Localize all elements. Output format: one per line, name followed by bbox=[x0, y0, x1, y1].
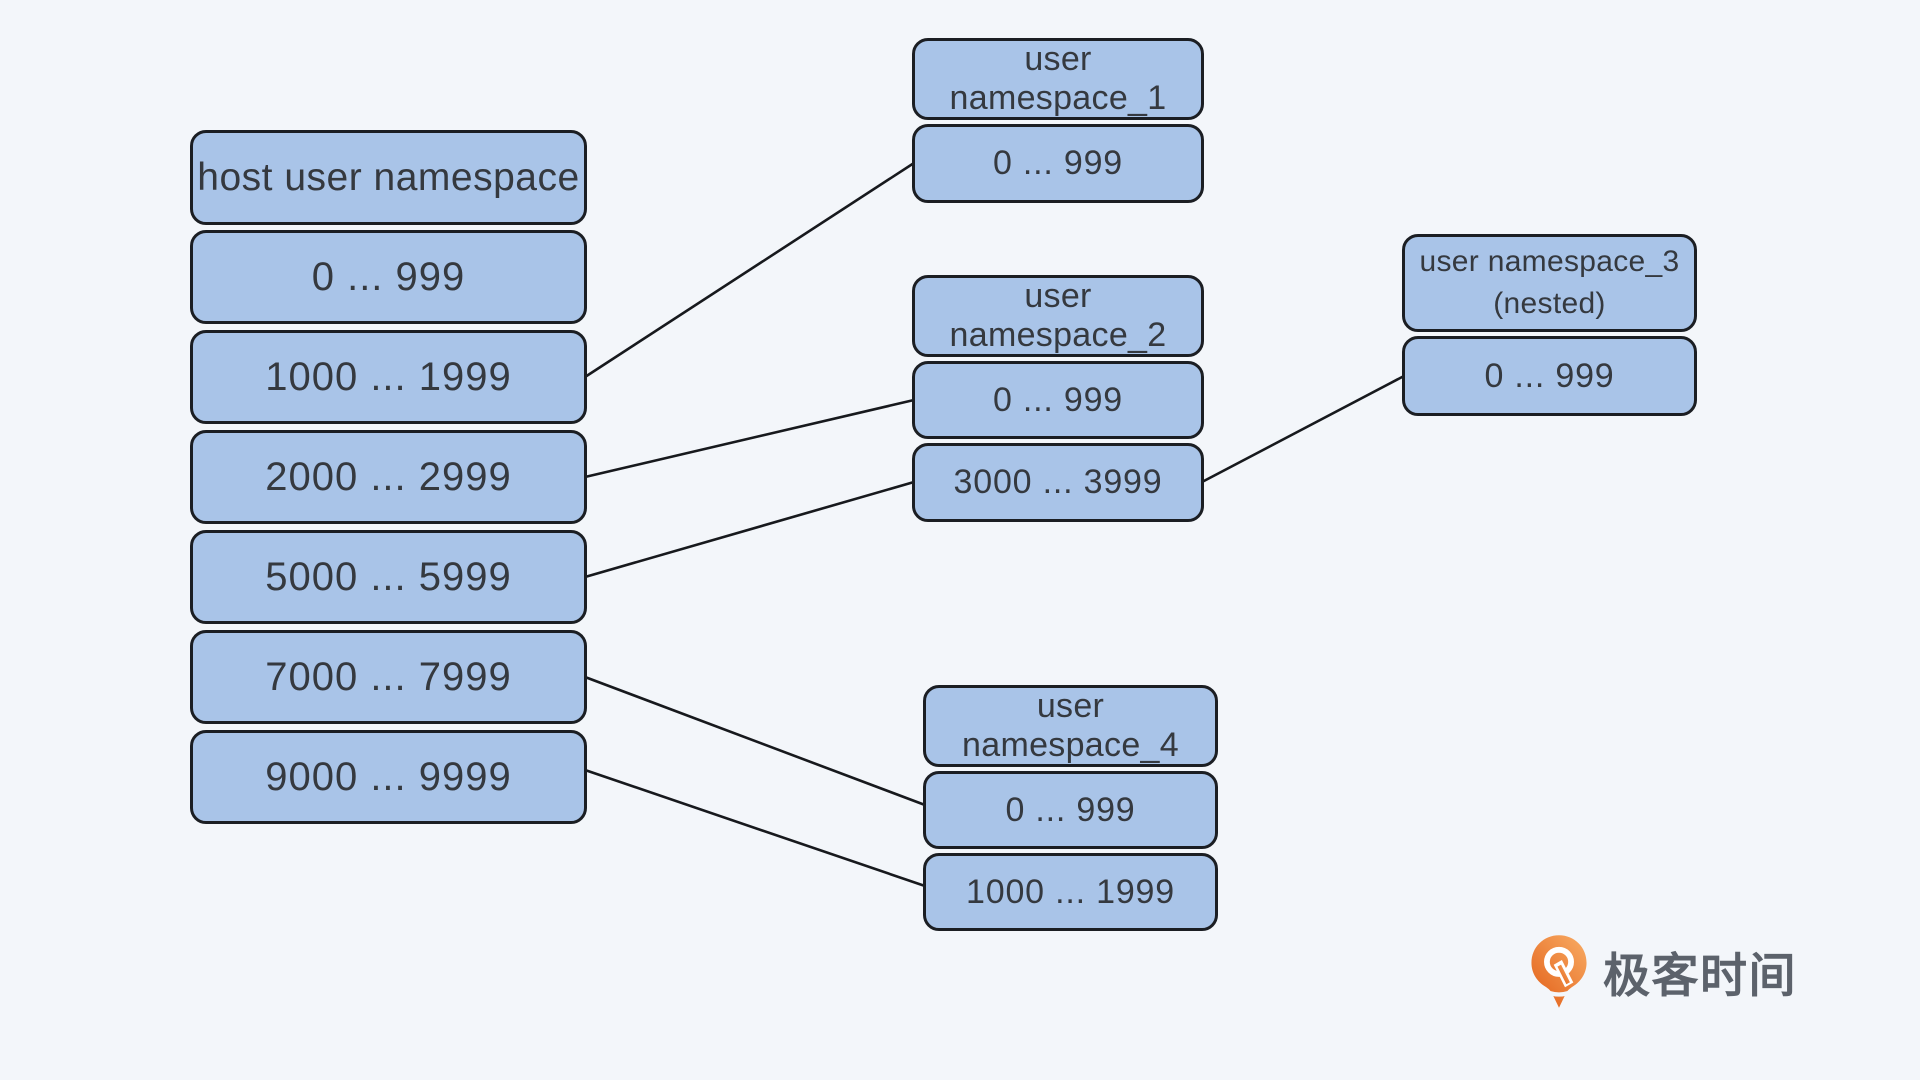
host-row-label: 5000 ... 5999 bbox=[265, 554, 512, 599]
edge-host9000-to-ns4-row1 bbox=[584, 768, 926, 888]
host-row-0-999: 0 ... 999 bbox=[190, 230, 587, 324]
host-row-label: 9000 ... 9999 bbox=[265, 754, 512, 799]
edge-host7000-to-ns4-row0 bbox=[584, 675, 926, 807]
ns2-row-0-999: 0 ... 999 bbox=[912, 361, 1204, 439]
ns4-title-box: user namespace_4 bbox=[923, 685, 1218, 767]
host-row-7000-7999: 7000 ... 7999 bbox=[190, 630, 587, 724]
ns2-title-box: user namespace_2 bbox=[912, 275, 1204, 357]
host-row-5000-5999: 5000 ... 5999 bbox=[190, 530, 587, 624]
ns1-row-label: 0 ... 999 bbox=[992, 144, 1124, 182]
edge-host1000-to-ns1 bbox=[584, 161, 915, 379]
brand-watermark: 极客时间 bbox=[1530, 934, 1797, 1012]
host-namespace-title: host user namespace bbox=[197, 155, 580, 199]
ns3-title-line2: (nested) bbox=[1493, 287, 1606, 320]
ns4-row-label: 0 ... 999 bbox=[1005, 790, 1136, 829]
host-row-2000-2999: 2000 ... 2999 bbox=[190, 430, 587, 524]
ns2-row-label: 3000 ... 3999 bbox=[953, 463, 1163, 501]
host-row-1000-1999: 1000 ... 1999 bbox=[190, 330, 587, 424]
host-row-label: 2000 ... 2999 bbox=[265, 454, 512, 499]
host-row-label: 7000 ... 7999 bbox=[265, 654, 512, 699]
ns4-row-label: 1000 ... 1999 bbox=[966, 872, 1175, 911]
ns4-title: user namespace_4 bbox=[962, 687, 1179, 764]
host-row-label: 0 ... 999 bbox=[311, 254, 466, 299]
geektime-pin-icon bbox=[1531, 935, 1587, 1008]
ns4-row-1000-1999: 1000 ... 1999 bbox=[923, 853, 1218, 931]
ns4-row-0-999: 0 ... 999 bbox=[923, 771, 1218, 849]
ns3-row-label: 0 ... 999 bbox=[1484, 356, 1615, 395]
ns2-row-3000-3999: 3000 ... 3999 bbox=[912, 443, 1204, 522]
brand-name: 极客时间 bbox=[1603, 948, 1797, 1002]
ns3-title-box: user namespace_3 (nested) bbox=[1402, 234, 1697, 332]
host-row-label: 1000 ... 1999 bbox=[265, 354, 512, 399]
ns1-title: user namespace_1 bbox=[949, 40, 1167, 117]
ns3-row-0-999: 0 ... 999 bbox=[1402, 336, 1697, 416]
ns2-row-label: 0 ... 999 bbox=[992, 380, 1124, 419]
ns1-row-0-999: 0 ... 999 bbox=[912, 124, 1204, 203]
ns3-title: user namespace_3 (nested) bbox=[1420, 241, 1680, 325]
ns1-title-box: user namespace_1 bbox=[912, 38, 1204, 120]
edge-host2000-to-ns2-row0 bbox=[584, 398, 915, 479]
edge-ns2-row1-to-ns3 bbox=[1201, 374, 1405, 484]
edge-host5000-to-ns2-row1 bbox=[584, 480, 915, 579]
host-namespace-title-box: host user namespace bbox=[190, 130, 587, 225]
host-row-9000-9999: 9000 ... 9999 bbox=[190, 730, 587, 824]
ns2-title: user namespace_2 bbox=[949, 277, 1167, 354]
ns3-title-line1: user namespace_3 bbox=[1419, 245, 1680, 278]
